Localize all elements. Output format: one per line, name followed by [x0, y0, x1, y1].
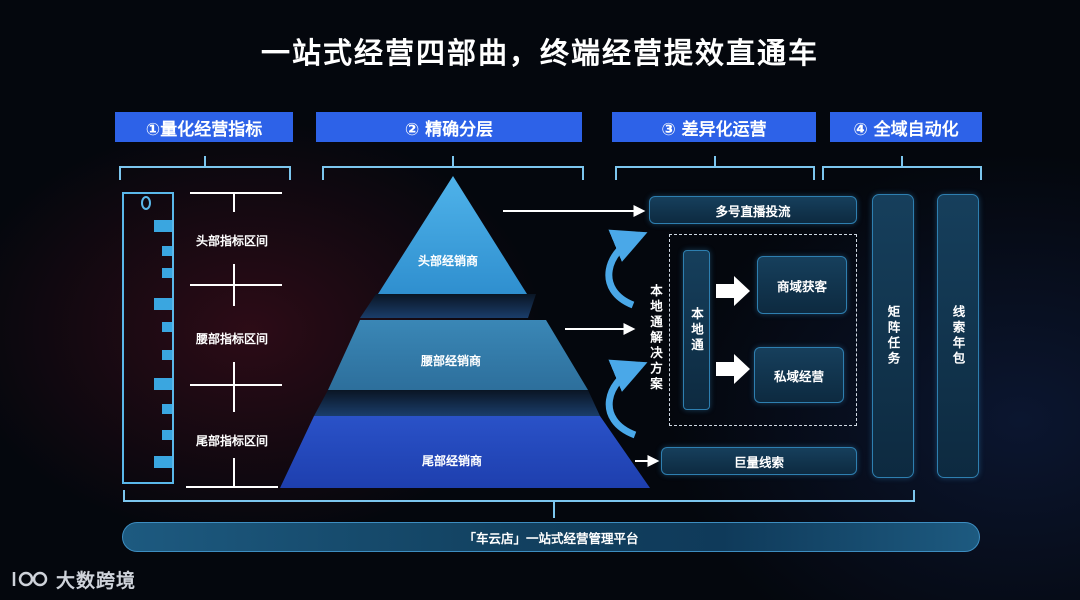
pyramid-tier-bottom — [280, 416, 650, 488]
logo-mark-icon — [12, 571, 48, 587]
curve-arrow-upper — [605, 229, 648, 309]
gauge-tick — [154, 220, 172, 232]
block-arrow-private — [716, 354, 750, 384]
gauge-tick — [162, 268, 172, 278]
gauge-tick — [162, 350, 172, 360]
local-solution-label: 本地通解决方案 — [648, 284, 663, 393]
multi-live-box: 多号直播投流 — [649, 196, 857, 224]
bottom-bracket-stem — [553, 502, 555, 518]
range-line-bottom — [186, 486, 278, 488]
gauge-tick — [162, 322, 172, 332]
gauge-tick — [154, 456, 172, 468]
gauge-tick — [154, 378, 172, 390]
page-title: 一站式经营四部曲，终端经营提效直通车 — [260, 36, 819, 70]
pyramid-shadow-lower — [314, 390, 600, 416]
column-header-layering: ② 精确分层 — [316, 112, 582, 142]
pyramid-label-top: 头部经销商 — [418, 254, 479, 268]
logo-text: 大数跨境 — [56, 569, 137, 592]
local-box: 本地通 — [683, 250, 710, 410]
leads-year-package-box: 线索年包 — [937, 194, 979, 478]
range-cap-top — [233, 192, 235, 212]
range-cap-bottom — [233, 458, 235, 486]
block-arrows — [716, 276, 750, 384]
dealer-pyramid — [280, 176, 650, 488]
flow-arrows — [503, 205, 660, 467]
column-header-metrics: ①量化经营指标 — [115, 112, 293, 142]
bracket-automation — [822, 166, 982, 180]
acquire-box: 商域获客 — [757, 256, 847, 314]
gauge-tick — [162, 404, 172, 414]
metrics-gauge — [122, 192, 174, 484]
private-box: 私域经营 — [754, 347, 844, 403]
bracket-layering — [322, 166, 584, 180]
column-header-automation: ④ 全域自动化 — [830, 112, 982, 142]
pyramid-shadow-upper — [360, 294, 536, 318]
leads-box: 巨量线索 — [661, 447, 857, 475]
pyramid-tier-top — [378, 176, 527, 294]
range-line-top — [190, 192, 282, 194]
pyramid-label-bottom: 尾部经销商 — [422, 454, 483, 468]
bracket-metrics — [119, 166, 291, 180]
metric-label-waist: 腰部指标区间 — [196, 332, 269, 346]
block-arrow-acquire — [716, 276, 750, 306]
platform-bar: 「车云店」一站式经营管理平台 — [122, 522, 980, 552]
gauge-tick — [154, 298, 172, 310]
gauge-tick — [162, 430, 172, 440]
pyramid-label-middle: 腰部经销商 — [421, 354, 482, 368]
gauge-ring-icon — [141, 196, 151, 210]
bottom-bracket — [123, 490, 915, 502]
metric-label-tail: 尾部指标区间 — [196, 434, 269, 448]
curve-arrow-lower — [605, 359, 648, 439]
range-line-2 — [190, 284, 282, 286]
brand-logo: 大数跨境 — [10, 564, 136, 594]
bracket-operations — [615, 166, 815, 180]
pyramid-tier-middle — [328, 320, 588, 390]
gauge-tick — [162, 246, 172, 256]
metric-label-head: 头部指标区间 — [196, 234, 269, 248]
column-header-operations: ③ 差异化运营 — [612, 112, 816, 142]
range-cross-2 — [233, 264, 235, 306]
matrix-task-box: 矩阵任务 — [872, 194, 914, 478]
local-solution-dashed-frame — [669, 234, 857, 426]
range-line-3 — [190, 384, 282, 386]
range-cross-3 — [233, 362, 235, 412]
